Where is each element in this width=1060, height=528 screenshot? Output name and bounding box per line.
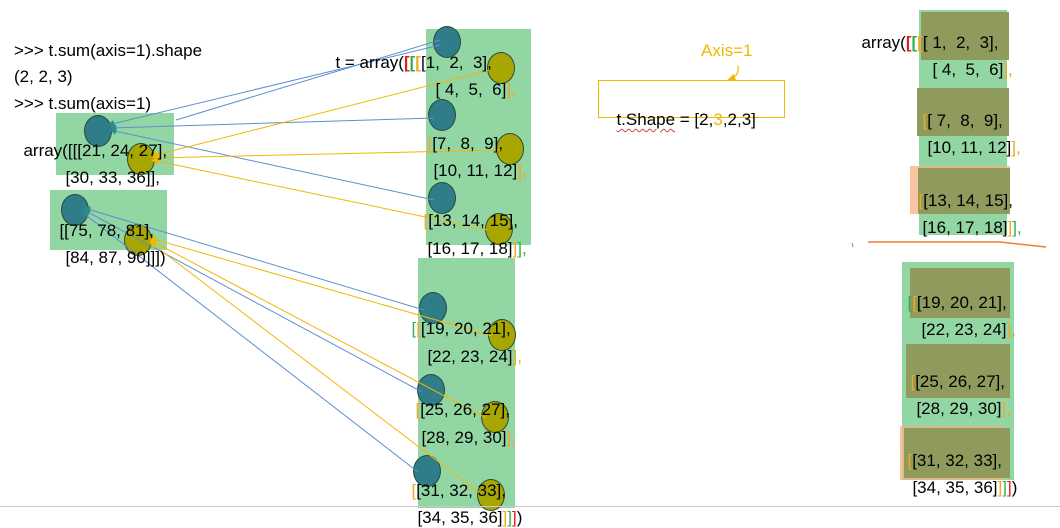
row-4-5-6-line: [ 4, 5, 6]],: [426, 58, 516, 100]
array-close-paren: ): [516, 508, 523, 527]
result2-row2-prefix: [84, 87,: [65, 248, 127, 267]
right-row-16-17-18: [16, 17, 18]: [922, 218, 1008, 237]
right-array-prefix: array(: [861, 33, 906, 52]
result2-row2-rest: ]]]): [145, 248, 166, 267]
result2-row1-rest: , 78, 81],: [87, 221, 154, 240]
right-row-1-line: array([[[[ 1, 2, 3],: [861, 33, 999, 52]
row-31-32-33-line: [[31, 32, 33],: [411, 481, 506, 500]
right-row-34-35-36: [34, 35, 36]: [912, 478, 998, 497]
result2-row1: [[75, 78, 81],: [50, 199, 154, 241]
row-34-35-36-line: [34, 35, 36]]]]): [408, 486, 522, 528]
bracket-green-open: [: [409, 53, 416, 72]
bracket-orange-close-4: ],: [506, 428, 516, 447]
result1-row1: array([[[21, 24, 27],: [14, 119, 167, 161]
shape-keyword: t.Shape: [616, 110, 676, 129]
right-divider: [868, 241, 1047, 248]
row-22-23-24: [22, 23, 24]: [427, 347, 513, 366]
right-row-1-2-3: [ 1, 2, 3],: [922, 33, 999, 52]
row-19-20-21-line: [[[19, 20, 21],: [411, 319, 511, 338]
shape-axis-dim: 3: [713, 110, 723, 129]
row-22-23-24-line: [22, 23, 24]],: [418, 325, 522, 367]
result1-row1-rest: , 24, 27],: [100, 141, 168, 160]
bracket-orange-close-1: ],: [506, 80, 516, 99]
result2-value-90: 90: [126, 248, 146, 267]
right-row-5-line: [[13, 14, 15],: [918, 191, 1013, 210]
row-10-11-12-line: [10, 11, 12]],: [424, 139, 527, 181]
result1-row2: [30, 33, 36]],: [56, 146, 160, 188]
bracket-orange-open: [: [415, 53, 421, 72]
row-28-29-30-line: [28, 29, 30]],: [412, 406, 516, 448]
result1-row2-rest: ]],: [145, 168, 160, 187]
circle-value-12: [496, 133, 524, 165]
circle-value-6: [487, 52, 515, 84]
result1-value-36: 36: [126, 168, 146, 187]
code-line-sum: >>> t.sum(axis=1): [14, 94, 152, 113]
row-34-35-36: [34, 35, 36]: [417, 508, 503, 527]
right-row-2-line: [ 4, 5, 6]],: [932, 60, 1013, 79]
row-1-2-3: [1, 2, 3],: [420, 53, 492, 72]
array-prefix: t = array(: [335, 53, 404, 72]
right-block4-olive: [910, 268, 1010, 318]
axis-arrow: [727, 65, 739, 82]
result1-row1-prefix: array([[[: [23, 141, 83, 160]
row-7-8-9-line: [[7, 8, 9],: [427, 134, 504, 153]
row-19-20-21: [19, 20, 21],: [420, 319, 511, 338]
right-divider-tick: [851, 242, 854, 248]
result2-row1-prefix: [[: [59, 221, 69, 240]
shape-box: [598, 80, 785, 118]
right-row-6-line: [16, 17, 18]]],: [922, 218, 1022, 237]
row-16-17-18-line: [16, 17, 18]]],: [427, 239, 527, 258]
row-25-26-27-line: [[25, 26, 27],: [415, 400, 510, 419]
right-row-10-11-12: [10, 11, 12]: [927, 138, 1012, 157]
right-block3-olive: [918, 168, 1010, 214]
right-block5-olive: [906, 344, 1010, 398]
bracket-orange-close-3: ],: [512, 347, 522, 366]
row-31-32-33: [31, 32, 33],: [416, 481, 506, 500]
right-row-4-line: [10, 11, 12]],: [927, 138, 1021, 157]
shape-rest: ,2,3]: [722, 110, 756, 129]
array-declaration: t = array([[[[1, 2, 3],: [326, 31, 492, 73]
result2-row2: [84, 87, 90]]]): [56, 226, 166, 268]
row-13-14-15: [13, 14, 15],: [428, 211, 518, 230]
row-28-29-30: [28, 29, 30]: [421, 428, 507, 447]
result2-value-75: 75: [68, 221, 88, 240]
row-10-11-12: [10, 11, 12]: [433, 161, 518, 180]
result1-row2-prefix: [30, 33,: [65, 168, 127, 187]
code-output-shape: (2, 2, 3): [14, 67, 73, 86]
right-row-28-29-30: [28, 29, 30]: [916, 399, 1002, 418]
result1-value-21: 21: [82, 141, 101, 160]
row-13-14-15-line: [[13, 14, 15],: [423, 211, 518, 230]
bottom-border: [0, 506, 1060, 507]
right-row-12-line: [34, 35, 36]]]]): [912, 478, 1018, 497]
right-row-7-8-9: [ 7, 8, 9],: [927, 111, 1003, 130]
shape-text: t.Shape = [2,3,2,3]: [607, 88, 756, 130]
code-line-shape: >>> t.sum(axis=1).shape: [14, 41, 203, 60]
right-row-11-line: [[31, 32, 33],: [907, 451, 1002, 470]
row-16-17-18: [16, 17, 18]: [427, 239, 513, 258]
right-block6-olive: [904, 428, 1010, 478]
right-row-3-line: [[ 7, 8, 9],: [922, 111, 1003, 130]
shape-eq: = [2,: [675, 110, 714, 129]
right-close-paren: ): [1011, 478, 1018, 497]
right-row-13-14-15: [13, 14, 15],: [923, 191, 1013, 210]
right-row-9-line: [[25, 26, 27],: [910, 372, 1005, 391]
row-7-8-9: [7, 8, 9],: [432, 134, 504, 153]
right-block2-olive: [917, 88, 1009, 136]
right-row-7-line: [[[19, 20, 21],: [907, 293, 1007, 312]
right-row-8-line: [22, 23, 24]],: [921, 320, 1016, 339]
circle-value-24: [488, 319, 516, 351]
right-row-22-23-24: [22, 23, 24]: [921, 320, 1007, 339]
right-row-10-line: [28, 29, 30]],: [916, 399, 1011, 418]
row-25-26-27: [25, 26, 27],: [420, 400, 510, 419]
axis-label: Axis=1: [701, 41, 753, 60]
right-row-31-32-33: [31, 32, 33],: [912, 451, 1002, 470]
bracket-orange-close-2: ],: [517, 161, 527, 180]
right-block1-olive: [921, 12, 1009, 60]
bracket-red-open: [: [403, 53, 410, 72]
right-row-4-5-6: [ 4, 5, 6]: [932, 60, 1004, 79]
right-row-25-26-27: [25, 26, 27],: [915, 372, 1005, 391]
row-4-5-6: [ 4, 5, 6]: [435, 80, 507, 99]
right-row-19-20-21: [19, 20, 21],: [916, 293, 1007, 312]
